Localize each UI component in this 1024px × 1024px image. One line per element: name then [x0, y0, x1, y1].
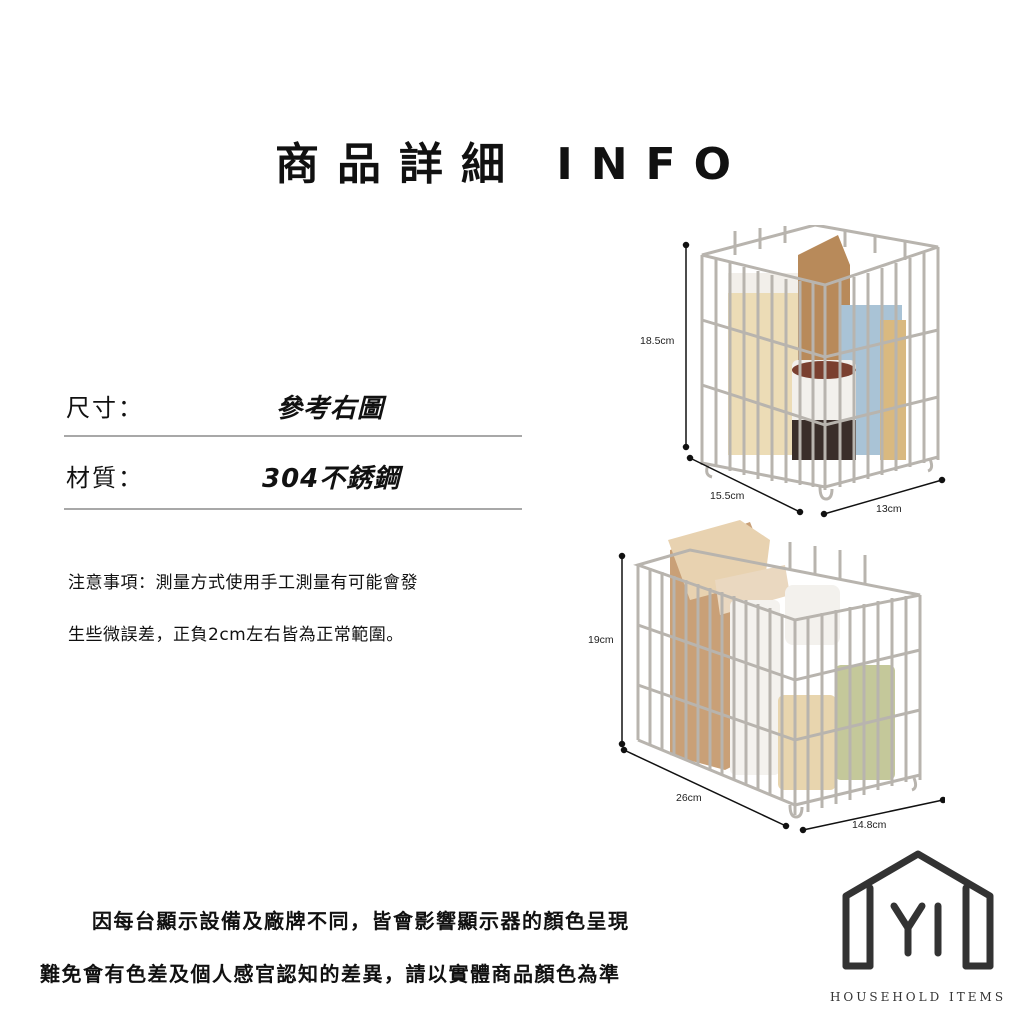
small-basket-height-label: 18.5cm — [640, 335, 675, 347]
spec-row-size: 尺寸： 參考右圖 — [66, 388, 522, 428]
large-basket-length-label: 26cm — [676, 792, 702, 804]
spec-row-material: 材質： 304不銹鋼 — [66, 458, 522, 498]
large-basket-height-label: 19cm — [588, 634, 614, 646]
spec-label-material: 材質： — [66, 464, 144, 492]
small-basket-width-label: 13cm — [876, 503, 902, 515]
spec-label-size: 尺寸： — [66, 394, 144, 422]
disclaimer-line-2: 難免會有色差及個人感官認知的差異，請以實體商品顏色為準 — [40, 962, 621, 986]
large-basket-image — [633, 520, 922, 819]
note-line-1: 注意事項：測量方式使用手工測量有可能會發 — [68, 573, 418, 593]
brand-tagline: HOUSEHOLD ITEMS — [829, 990, 1007, 1004]
small-basket-image — [700, 225, 940, 501]
divider — [64, 435, 522, 437]
house-logo-icon — [842, 850, 994, 970]
page-title: 商品詳細 INFO — [275, 139, 749, 190]
spec-value-size: 參考右圖 — [276, 394, 385, 424]
small-basket-length-label: 15.5cm — [710, 490, 745, 502]
large-basket-width-label: 14.8cm — [852, 819, 887, 831]
note-line-2: 生些微誤差，正負2cm左右皆為正常範圍。 — [68, 625, 404, 645]
small-basket-dimensions — [682, 241, 946, 518]
divider — [64, 508, 522, 510]
disclaimer-line-1: 因每台顯示設備及廠牌不同，皆會影響顯示器的顏色呈現 — [92, 909, 630, 933]
spec-value-material: 304不銹鋼 — [262, 464, 401, 494]
large-basket-dimensions — [618, 552, 945, 834]
